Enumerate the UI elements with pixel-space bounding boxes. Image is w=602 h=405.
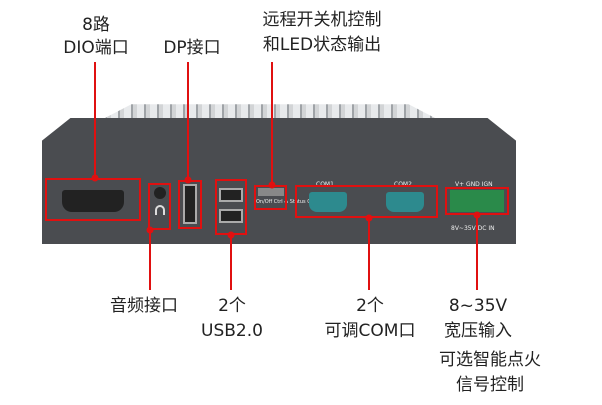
power-callout-dot: [473, 211, 481, 219]
power-terminal: [450, 190, 504, 212]
remote-highlight: [254, 185, 287, 210]
remote-callout-dot: [268, 181, 276, 189]
audio-label: 音频接口: [110, 296, 178, 316]
com-label-line2: 可调COM口: [324, 321, 416, 341]
chassis-front: [42, 118, 516, 244]
audio-highlight: [148, 183, 171, 230]
power-label-line1: 8~35V: [448, 296, 508, 316]
usb-label-line2: USB2.0: [201, 321, 263, 341]
headphone-icon: [155, 205, 165, 215]
power-label-line2: 宽压输入: [444, 321, 512, 341]
usb-highlight: [215, 179, 247, 235]
dio-callout-dot: [91, 174, 99, 182]
dio-callout-line: [94, 62, 96, 178]
dc-in-print: 8V~35V DC IN: [451, 225, 495, 232]
onoff-connector: [258, 188, 284, 196]
dp-callout-line: [187, 62, 189, 180]
usb-port-2: [219, 209, 243, 223]
dp-label: DP接口: [163, 38, 221, 58]
power-callout-line: [476, 215, 478, 290]
dp-callout-dot: [184, 176, 192, 184]
usb-callout-dot: [227, 231, 235, 239]
com-highlight: [295, 185, 438, 218]
dp-highlight: [178, 180, 202, 229]
usb-port-1: [219, 188, 243, 202]
audio-jack: [154, 187, 166, 199]
dio-highlight: [45, 178, 141, 221]
audio-callout-dot: [146, 226, 154, 234]
com1-port: [309, 192, 347, 212]
com-callout-line: [368, 218, 370, 290]
onoff-print: On/Off Ctrl & Status Output: [256, 199, 325, 205]
com2-port: [386, 192, 424, 212]
com2-print: COM2: [394, 181, 412, 188]
dio-connector: [62, 190, 124, 212]
ignition-label-line1: 可选智能点火: [439, 350, 541, 370]
usb-callout-line: [230, 235, 232, 290]
remote-callout-line: [271, 62, 273, 185]
terminal-print: V+ GND IGN: [455, 181, 493, 188]
com1-print: COM1: [316, 181, 334, 188]
audio-callout-line: [149, 230, 151, 290]
dio-label-line2: DIO端口: [63, 38, 129, 58]
displayport: [183, 184, 197, 224]
usb-label-line1: 2个: [218, 296, 246, 316]
remote-label-line1: 远程开关机控制: [262, 10, 382, 30]
com-label-line1: 2个: [356, 296, 384, 316]
com-callout-dot: [365, 214, 373, 222]
remote-label-line2: 和LED状态输出: [262, 35, 382, 55]
dio-label-line1: 8路: [82, 15, 110, 35]
ignition-label-line2: 信号控制: [456, 375, 524, 395]
